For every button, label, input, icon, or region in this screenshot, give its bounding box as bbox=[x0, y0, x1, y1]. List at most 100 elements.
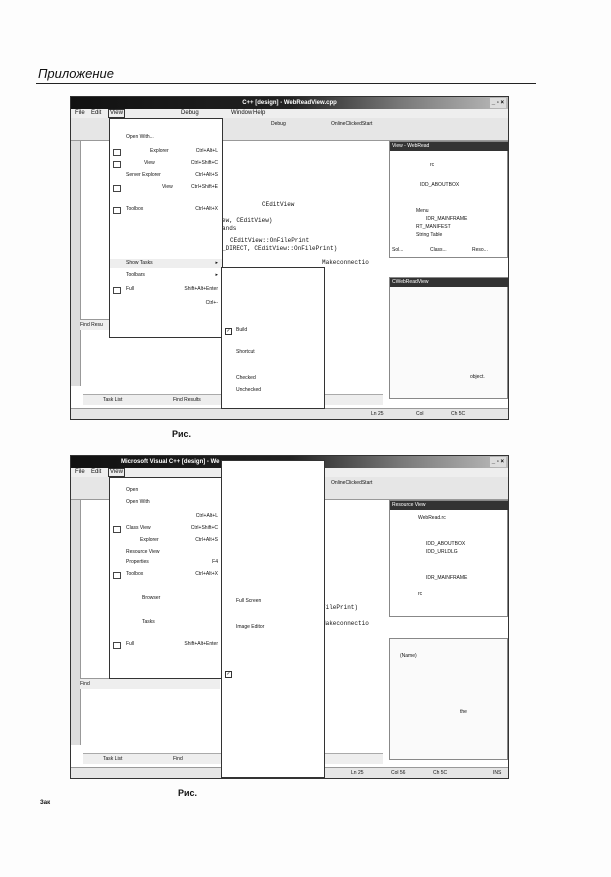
menu-item-open-with[interactable]: Open With bbox=[126, 499, 150, 505]
task-list-tab[interactable]: Task List bbox=[103, 756, 123, 762]
property-value: object. bbox=[470, 374, 485, 380]
menu-file[interactable]: File bbox=[75, 469, 85, 475]
class-view-icon bbox=[113, 161, 121, 168]
status-col: Col bbox=[416, 411, 424, 417]
tree-item[interactable]: IDD_ABOUTBOX bbox=[420, 182, 460, 188]
property-name: (Name) bbox=[400, 653, 417, 659]
submenu-item-unchecked[interactable]: Unchecked bbox=[236, 387, 262, 393]
tree-item[interactable]: String Table bbox=[416, 232, 443, 238]
tree-item[interactable]: IDD_ABOUTBOX bbox=[426, 541, 466, 547]
screenshot-1: C++ [design] - WebReadView.cpp _ ▫ × Fil… bbox=[70, 96, 509, 420]
function-select[interactable]: OnlineClickedStart bbox=[331, 121, 373, 127]
toolbox-icon bbox=[113, 572, 121, 579]
submenu-item-image-editor[interactable]: Image Editor bbox=[236, 624, 265, 630]
find-results-tab[interactable]: Find Results bbox=[173, 397, 201, 403]
code-line: CEditView::OnFilePrint bbox=[230, 237, 310, 244]
tree-item[interactable]: rc bbox=[430, 162, 435, 168]
pane-tab[interactable]: Reso... bbox=[472, 247, 488, 253]
tree-item[interactable]: RT_MANIFEST bbox=[416, 224, 451, 230]
menu-item-browser[interactable]: Browser bbox=[142, 595, 161, 601]
header-rule bbox=[36, 83, 536, 84]
property-value: the bbox=[460, 709, 467, 715]
window-title: Microsoft Visual C++ [design] - We bbox=[121, 459, 220, 465]
code-line: FilePrint) bbox=[322, 604, 359, 611]
tree-item[interactable]: WebRead.rc bbox=[418, 515, 446, 521]
resource-view-pane: View - WebRead rc IDD_ABOUTBOX Menu IDR_… bbox=[389, 141, 508, 258]
status-bar: Ln 25 Col Ch 5C bbox=[71, 408, 508, 419]
menu-debug[interactable]: Debug bbox=[181, 110, 199, 116]
code-line: ew, CEditView) bbox=[222, 217, 273, 224]
window-buttons[interactable]: _ ▫ × bbox=[489, 457, 506, 467]
check-icon: ✓ bbox=[225, 328, 232, 335]
code-line: ands bbox=[222, 225, 237, 232]
menu-item-navigate[interactable]: Ctrl+- bbox=[205, 300, 218, 306]
figure-caption-2: Рис. bbox=[178, 788, 198, 798]
resource-pane-title: View - WebRead bbox=[390, 142, 508, 151]
full-screen-icon bbox=[113, 287, 121, 294]
toolbox-icon bbox=[113, 207, 121, 214]
submenu-item-build[interactable]: ✓Build bbox=[225, 327, 248, 335]
view-icon bbox=[113, 185, 121, 192]
window-buttons[interactable]: _ ▫ × bbox=[489, 98, 506, 108]
code-line: Makeconnectio bbox=[322, 620, 369, 627]
menu-item-show-tasks[interactable]: Show Tasks▸ bbox=[110, 259, 222, 268]
submenu-item-shortcut[interactable]: Shortcut bbox=[236, 349, 255, 355]
explorer-icon bbox=[113, 149, 121, 156]
tree-item[interactable]: rc bbox=[418, 591, 423, 597]
tree-item[interactable]: Menu bbox=[416, 208, 429, 214]
pane-tab[interactable]: Sol... bbox=[392, 247, 404, 253]
menu-item-open-with[interactable]: Open With... bbox=[126, 134, 154, 140]
code-line: _DIRECT, CEditView::OnFilePrint) bbox=[222, 245, 338, 252]
menu-window[interactable]: Window bbox=[231, 110, 253, 116]
class-view-icon bbox=[113, 526, 121, 533]
page-footer: Зак bbox=[40, 800, 51, 806]
left-toolbox-strip[interactable] bbox=[71, 500, 81, 745]
menu-item-toolbars[interactable]: Toolbars▸ bbox=[126, 272, 218, 278]
status-col: Col 56 bbox=[391, 770, 406, 776]
tree-item[interactable]: IDR_MAINFRAME bbox=[426, 216, 468, 222]
tree-item[interactable]: IDD_URLDLG bbox=[426, 549, 458, 555]
submenu-item-full-screen[interactable]: Full Screen bbox=[236, 598, 262, 604]
resource-view-pane: Resource View WebRead.rc IDD_ABOUTBOX ID… bbox=[389, 500, 508, 617]
menu-edit[interactable]: Edit bbox=[91, 469, 102, 475]
menu-edit[interactable]: Edit bbox=[91, 110, 102, 116]
menu-view[interactable]: View bbox=[108, 468, 125, 477]
menu-item-tasks[interactable]: Tasks bbox=[142, 619, 155, 625]
code-line: Makeconnectio bbox=[322, 259, 369, 266]
properties-title: CWebReadView bbox=[390, 278, 508, 287]
find-tab[interactable]: Find bbox=[80, 678, 220, 689]
find-tab[interactable]: Find bbox=[173, 756, 183, 762]
menu-item-open[interactable]: Open bbox=[126, 487, 139, 493]
title-bar: C++ [design] - WebReadView.cpp _ ▫ × bbox=[71, 97, 508, 109]
menu-file[interactable]: File bbox=[75, 110, 85, 116]
tree-item[interactable]: IDR_MAINFRAME bbox=[426, 575, 468, 581]
submenu-item-checked[interactable]: ✓ bbox=[222, 669, 324, 678]
menu-item-solution-explorer[interactable]: Ctrl+Alt+L bbox=[195, 513, 218, 519]
status-char: Ch 5C bbox=[451, 411, 466, 417]
menu-item-resource-view[interactable]: Resource View bbox=[126, 549, 160, 555]
menu-view[interactable]: View bbox=[108, 109, 125, 118]
config-select[interactable]: Debug bbox=[271, 121, 286, 127]
pane-tab[interactable]: Class... bbox=[430, 247, 447, 253]
function-select[interactable]: OnlineClickedStart bbox=[331, 480, 373, 486]
left-toolbox-strip[interactable] bbox=[71, 141, 81, 386]
submenu-item-checked[interactable]: Checked bbox=[236, 375, 256, 381]
code-line: CEditView bbox=[262, 201, 295, 208]
status-ins: INS bbox=[493, 770, 502, 776]
screenshot-2: Microsoft Visual C++ [design] - We _ ▫ ×… bbox=[70, 455, 509, 779]
menu-help[interactable]: Help bbox=[253, 110, 266, 116]
task-list-tab[interactable]: Task List bbox=[103, 397, 123, 403]
